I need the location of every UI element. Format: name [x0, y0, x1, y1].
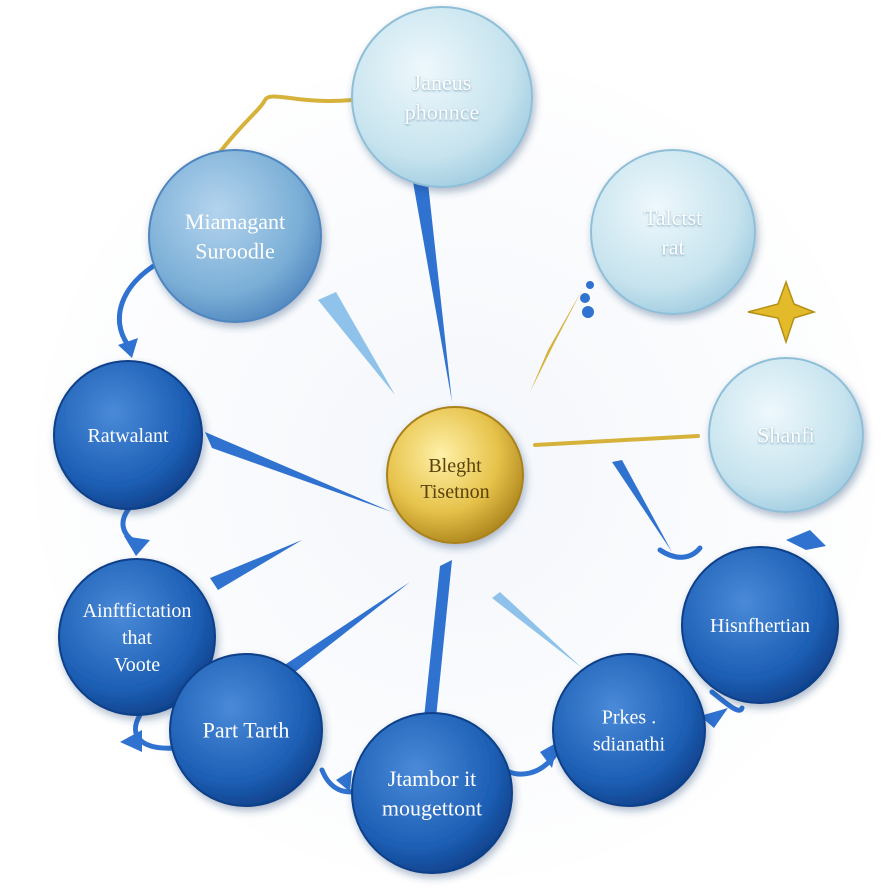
gold-connectors — [218, 94, 700, 447]
node-label-line: that — [122, 627, 152, 649]
connector-janeus-miamagant — [218, 94, 354, 154]
node-label-line: Talctst — [644, 205, 702, 230]
connector-miamagant-ratwalant — [117, 259, 163, 348]
arrow-icon — [336, 770, 352, 792]
arrow-icon — [118, 338, 138, 358]
node-circle — [351, 712, 513, 874]
node-label-line: Ratwalant — [87, 425, 169, 447]
node-label-line: Janeus — [413, 70, 472, 95]
node-circle — [351, 6, 533, 188]
center-node[interactable]: Bleght Tisetnon — [386, 406, 524, 544]
bubble-dots — [580, 281, 594, 318]
node-hisnfhertian[interactable]: Hisnfhertian — [681, 546, 839, 704]
node-circle — [148, 149, 322, 323]
connector-center-shanfi — [533, 434, 700, 447]
node-label-line: Part Tarth — [203, 718, 290, 743]
arrow-icon — [124, 536, 150, 556]
node-ratwalant[interactable]: Ratwalant — [53, 360, 203, 510]
node-circle — [169, 653, 323, 807]
node-jtambor[interactable]: Jtambor it mougettont — [351, 712, 513, 874]
spoke-arrow-icon — [492, 592, 582, 668]
spoke-arrow-icon — [210, 540, 302, 590]
arrow-icon — [120, 730, 142, 752]
node-talctst[interactable]: Talctst rat — [590, 149, 756, 315]
node-shanfi[interactable]: Shanfi — [708, 357, 864, 513]
arrow-icon — [786, 530, 826, 550]
node-label-line: Ainftfictation — [83, 600, 192, 622]
connector-prkes-hisn — [709, 689, 745, 713]
node-part-tarth[interactable]: Part Tarth — [169, 653, 323, 807]
node-label-line: Shanfi — [757, 423, 814, 448]
node-circle — [590, 149, 756, 315]
node-circle — [53, 360, 203, 510]
node-label-line: Hisnfhertian — [710, 615, 810, 637]
node-circle — [58, 558, 216, 716]
spoke-arrow-icon — [205, 432, 392, 512]
node-label-line: Miamagant — [185, 209, 285, 234]
node-label-line: Jtambor it — [388, 766, 477, 791]
center-circle — [386, 406, 524, 544]
spoke-arrow-icon — [280, 582, 410, 676]
spoke-arrow-icon — [612, 460, 672, 552]
node-label-line: sdianathi — [593, 734, 666, 756]
spoke-arrow-icon — [318, 292, 395, 395]
node-circle — [552, 653, 706, 807]
node-label-line: Prkes . — [602, 707, 656, 729]
node-prkes[interactable]: Prkes . sdianathi — [552, 653, 706, 807]
node-label-line: mougettont — [382, 796, 482, 821]
arrow-icon — [700, 708, 728, 728]
node-label-line: phonnce — [405, 100, 480, 125]
star-icon — [747, 279, 817, 345]
node-janeus[interactable]: Janeus phonnce — [351, 6, 533, 188]
spokes — [205, 165, 672, 718]
node-label-line: Voote — [114, 654, 160, 676]
center-label-line-2: Tisetnon — [420, 481, 489, 503]
spoke-arrow-icon — [410, 165, 452, 402]
node-label-line: Suroodle — [195, 239, 274, 264]
connector-arrowheads — [118, 338, 826, 792]
node-label-line: rat — [661, 235, 684, 260]
spoke-arrow-icon — [424, 560, 452, 718]
node-circle — [708, 357, 864, 513]
arrow-icon — [540, 742, 558, 768]
node-circle — [681, 546, 839, 704]
center-label-line-1: Bleght — [428, 455, 482, 477]
connector-shanfi-hisn — [657, 545, 703, 560]
